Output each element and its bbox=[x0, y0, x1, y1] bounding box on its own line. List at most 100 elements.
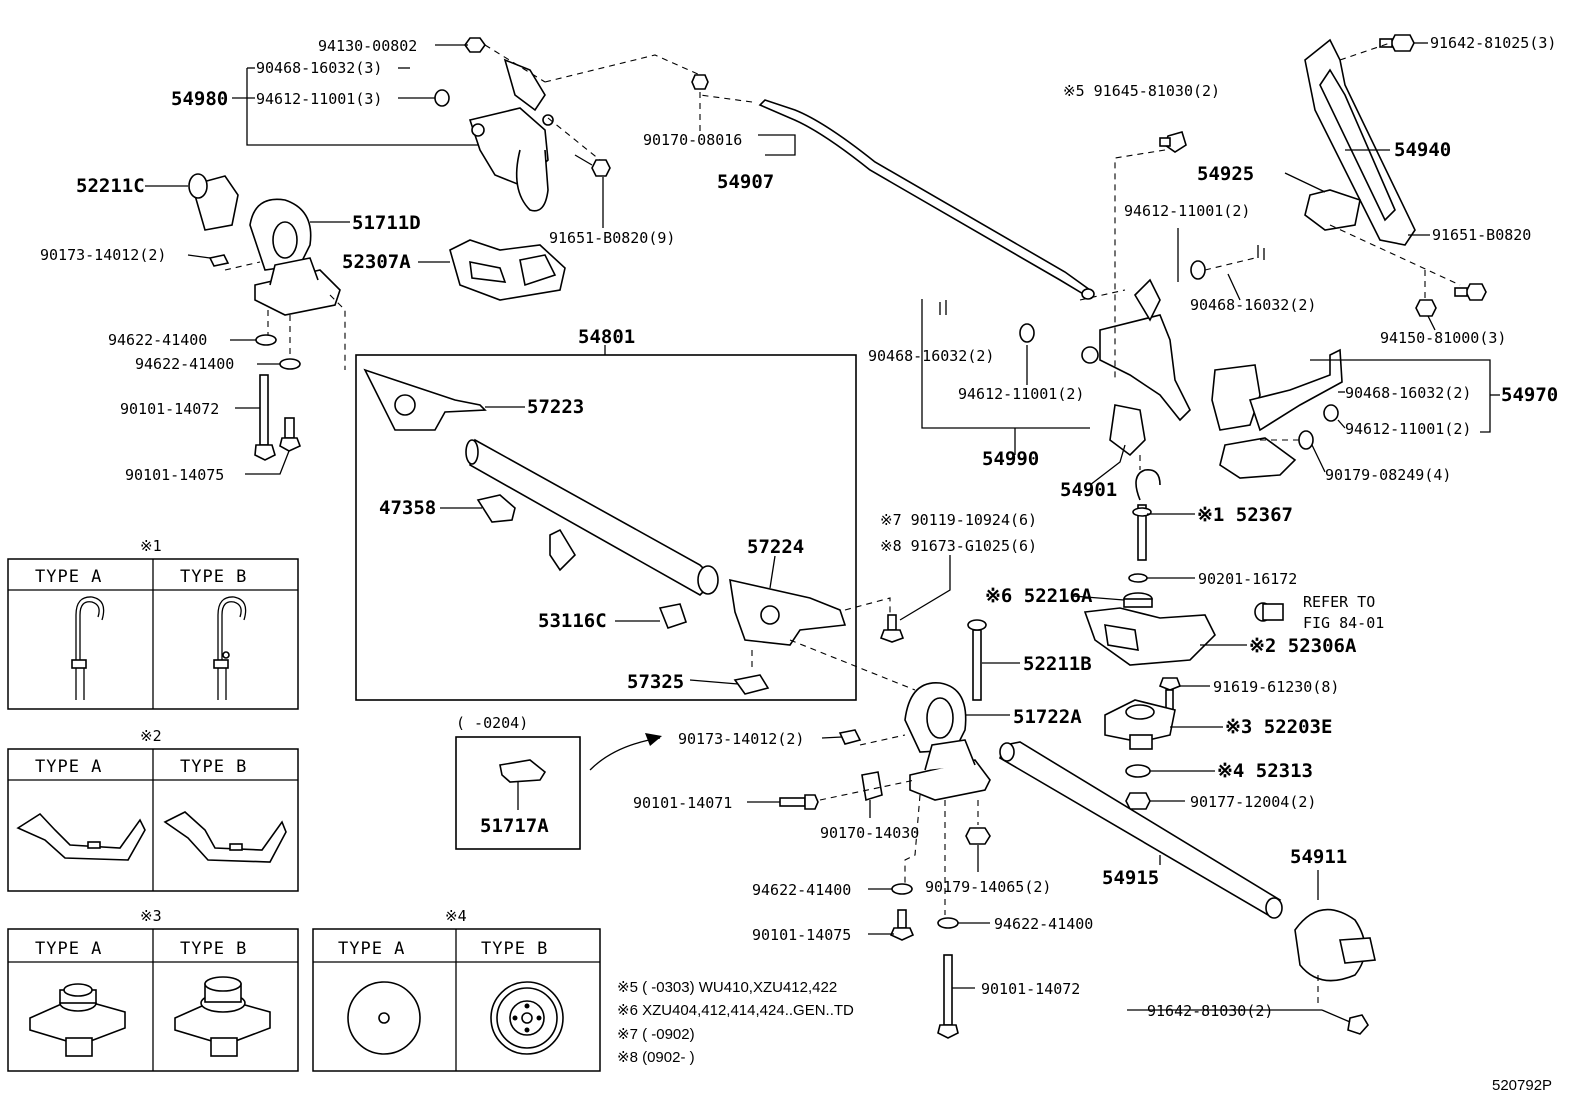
pin-90468-right bbox=[1257, 245, 1265, 260]
callout-51722A: 51722A bbox=[1013, 706, 1082, 728]
bolt-91651-drawing bbox=[574, 154, 611, 177]
bracket-57223-drawing bbox=[363, 368, 487, 431]
callout-range-0204: ( -0204) bbox=[456, 714, 528, 732]
callout-94612-11001-2c: 94612-11001(2) bbox=[1345, 420, 1471, 438]
bolt-90101-14075-left bbox=[279, 417, 302, 452]
bracket-54980-drawing bbox=[468, 58, 554, 212]
callout-52216A: ※6 52216A bbox=[985, 585, 1093, 607]
callout-90170-14030: 90170-14030 bbox=[820, 824, 919, 842]
callout-91651-B0820-9: 91651-B0820(9) bbox=[549, 229, 675, 247]
callout-90179-14065: 90179-14065(2) bbox=[925, 878, 1051, 896]
callout-90201-16172: 90201-16172 bbox=[1198, 570, 1297, 588]
callout-54801: 54801 bbox=[578, 326, 635, 348]
rod-54907-drawing bbox=[691, 74, 1095, 300]
clip-47358-drawing bbox=[476, 494, 516, 523]
notes: ※5 ( -0303) WU410,XZU412,422 ※6 XZU404,4… bbox=[617, 979, 854, 1066]
washer-52313-drawing bbox=[1125, 764, 1151, 778]
leader-lines bbox=[145, 42, 1500, 1011]
cover-54911-drawing bbox=[1294, 908, 1376, 982]
bolt-91651-right-drawing bbox=[1454, 283, 1487, 301]
callout-90119-10924: ※7 90119-10924(6) bbox=[880, 511, 1037, 529]
callout-94622-41400-a: 94622-41400 bbox=[108, 331, 207, 349]
bolt-91642-81025-drawing bbox=[1379, 34, 1415, 52]
note-6: ※6 XZU404,412,414,424..GEN..TD bbox=[617, 1002, 854, 1019]
bushing-52211C-drawing bbox=[188, 173, 239, 231]
callout-90468-16032-2a: 90468-16032(2) bbox=[1190, 296, 1316, 314]
bracket-54901-drawing bbox=[1109, 404, 1146, 457]
callout-54907: 54907 bbox=[717, 171, 774, 193]
washer-90201-drawing bbox=[1128, 573, 1148, 583]
mount-51722A-drawing bbox=[904, 682, 991, 801]
callout-94612-11001-2b: 94612-11001(2) bbox=[958, 385, 1084, 403]
mount-51711D-drawing bbox=[249, 198, 341, 316]
table-mark: ※2 bbox=[140, 727, 162, 745]
nut-90179-14065-drawing bbox=[965, 827, 991, 845]
bushing-53116C-drawing bbox=[658, 603, 688, 629]
washer-94622-right-a bbox=[891, 883, 913, 895]
callout-90468-16032-2c: 90468-16032(2) bbox=[1345, 384, 1471, 402]
type-table-3: ※3 TYPE A TYPE B bbox=[7, 907, 299, 1072]
bolt-91645-drawing bbox=[1159, 131, 1187, 153]
bolt-91642-81030-drawing bbox=[1321, 1009, 1369, 1035]
nut-90170-14030-drawing bbox=[861, 771, 883, 802]
washer-94622-right-b bbox=[937, 917, 959, 929]
callout-refer-fig: FIG 84-01 bbox=[1303, 614, 1384, 632]
callout-57325: 57325 bbox=[627, 671, 684, 693]
callout-57223: 57223 bbox=[527, 396, 584, 418]
mount-type-a-drawing bbox=[29, 983, 126, 1057]
tube-drawing bbox=[465, 438, 719, 596]
washer-94612-right-upper bbox=[1190, 260, 1206, 280]
callout-52306A: ※2 52306A bbox=[1249, 635, 1357, 657]
stopper-52307A-drawing bbox=[449, 239, 566, 301]
type-b-label: TYPE B bbox=[180, 757, 247, 777]
callout-57224: 57224 bbox=[747, 536, 804, 558]
callout-90101-14075-a: 90101-14075 bbox=[125, 466, 224, 484]
callout-53116C: 53116C bbox=[538, 610, 607, 632]
type-b-label: TYPE B bbox=[180, 567, 247, 587]
plate-57325-drawing bbox=[733, 674, 770, 695]
callout-54911: 54911 bbox=[1290, 846, 1347, 868]
brace-54940-drawing bbox=[1304, 38, 1416, 246]
bracket-54970-drawing bbox=[1211, 348, 1343, 479]
bolt-52211B-drawing bbox=[967, 619, 987, 701]
type-table-1: ※1 TYPE A TYPE B bbox=[7, 537, 299, 710]
callout-90173-14012-a: 90173-14012(2) bbox=[40, 246, 166, 264]
bracket-54990-drawing bbox=[1081, 278, 1191, 422]
callout-52313: ※4 52313 bbox=[1217, 760, 1313, 782]
bolt-90101-14071-drawing bbox=[779, 794, 819, 810]
callout-91645-81030: ※5 91645-81030(2) bbox=[1063, 82, 1220, 100]
callout-94150-81000: 94150-81000(3) bbox=[1380, 329, 1506, 347]
callout-51717A: 51717A bbox=[480, 815, 549, 837]
callouts: 94130-00802 90468-16032(3) 54980 94612-1… bbox=[40, 34, 1558, 1020]
type-a-label: TYPE A bbox=[35, 939, 102, 959]
bolt-90119-drawing bbox=[879, 614, 905, 643]
callout-52211B: 52211B bbox=[1023, 653, 1092, 675]
mount-52203E-drawing bbox=[1104, 699, 1176, 750]
type-table-2: ※2 TYPE A TYPE B bbox=[7, 727, 299, 892]
callout-52307A: 52307A bbox=[342, 251, 411, 273]
bolt-90101-14072-left bbox=[254, 374, 276, 461]
callout-54980: 54980 bbox=[171, 88, 228, 110]
callout-94622-41400-c: 94622-41400 bbox=[752, 881, 851, 899]
note-7: ※7 ( -0902) bbox=[617, 1026, 695, 1043]
diagram-id: 520792P bbox=[1492, 1077, 1552, 1094]
mount-type-b-drawing bbox=[174, 976, 271, 1057]
hook-52367-drawing bbox=[1132, 468, 1161, 561]
nut-90173-drawing bbox=[208, 254, 230, 267]
callout-94612-11001-3: 94612-11001(3) bbox=[256, 90, 382, 108]
callout-90101-14071: 90101-14071 bbox=[633, 794, 732, 812]
callout-90173-14012-b: 90173-14012(2) bbox=[678, 730, 804, 748]
note-5: ※5 ( -0303) WU410,XZU412,422 bbox=[617, 979, 837, 996]
hook-type-a-drawing bbox=[71, 596, 105, 700]
note-8: ※8 (0902- ) bbox=[617, 1049, 695, 1066]
bushing-52216A-drawing bbox=[1123, 592, 1153, 608]
callout-54925: 54925 bbox=[1197, 163, 1254, 185]
callout-54970: 54970 bbox=[1501, 384, 1558, 406]
callout-52211C: 52211C bbox=[76, 175, 145, 197]
callout-51711D: 51711D bbox=[352, 212, 421, 234]
bushing-refer-drawing bbox=[1254, 602, 1284, 622]
table-mark: ※1 bbox=[140, 537, 162, 555]
stopper-type-b-drawing bbox=[163, 811, 287, 863]
callout-94130-00802: 94130-00802 bbox=[318, 37, 417, 55]
